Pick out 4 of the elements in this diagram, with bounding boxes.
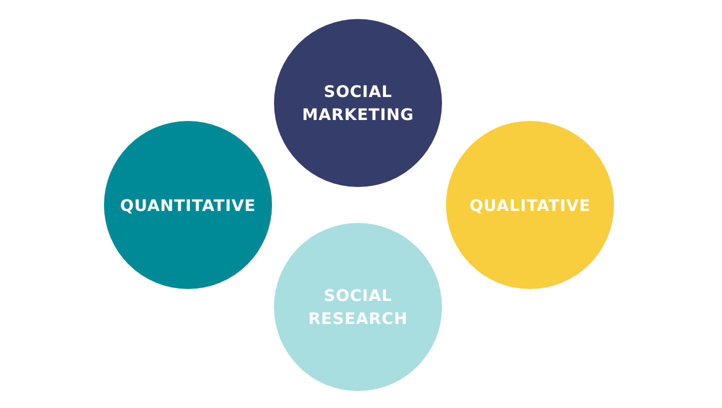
topic-label: QUANTITATIVE (120, 194, 256, 216)
topic-label: QUALITATIVE (469, 194, 591, 216)
topic-label: SOCIAL RESEARCH (307, 285, 409, 330)
topic-label: SOCIAL MARKETING (301, 81, 415, 126)
